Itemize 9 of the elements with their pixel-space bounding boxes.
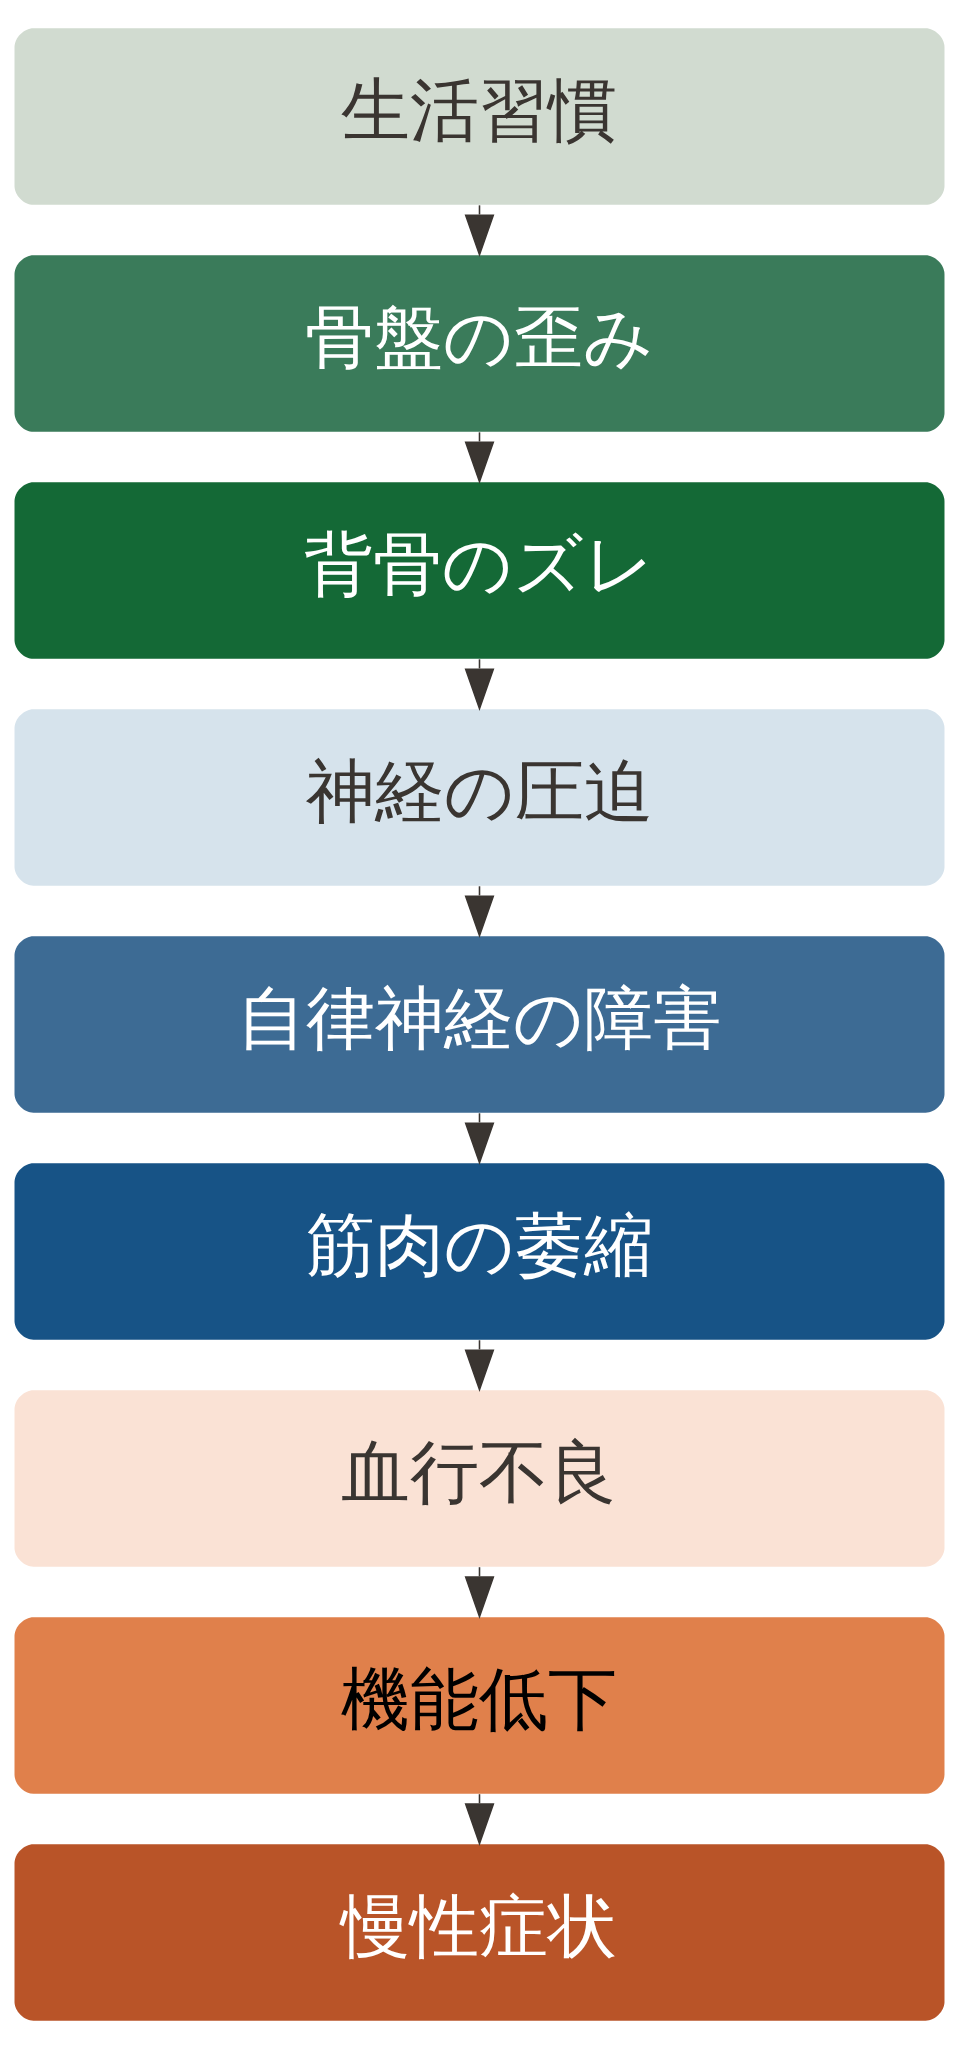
node-box: 生活習慣 <box>14 28 945 205</box>
node-box: 背骨のズレ <box>14 482 945 659</box>
node-box: 慢性症状 <box>14 1844 945 2021</box>
node-box: 骨盤の歪み <box>14 255 945 432</box>
node-box: 自律神経の障害 <box>14 936 945 1113</box>
node-box: 筋肉の萎縮 <box>14 1163 945 1340</box>
node-box: 神経の圧迫 <box>14 709 945 886</box>
node-box: 機能低下 <box>14 1617 945 1794</box>
node-box: 血行不良 <box>14 1390 945 1567</box>
